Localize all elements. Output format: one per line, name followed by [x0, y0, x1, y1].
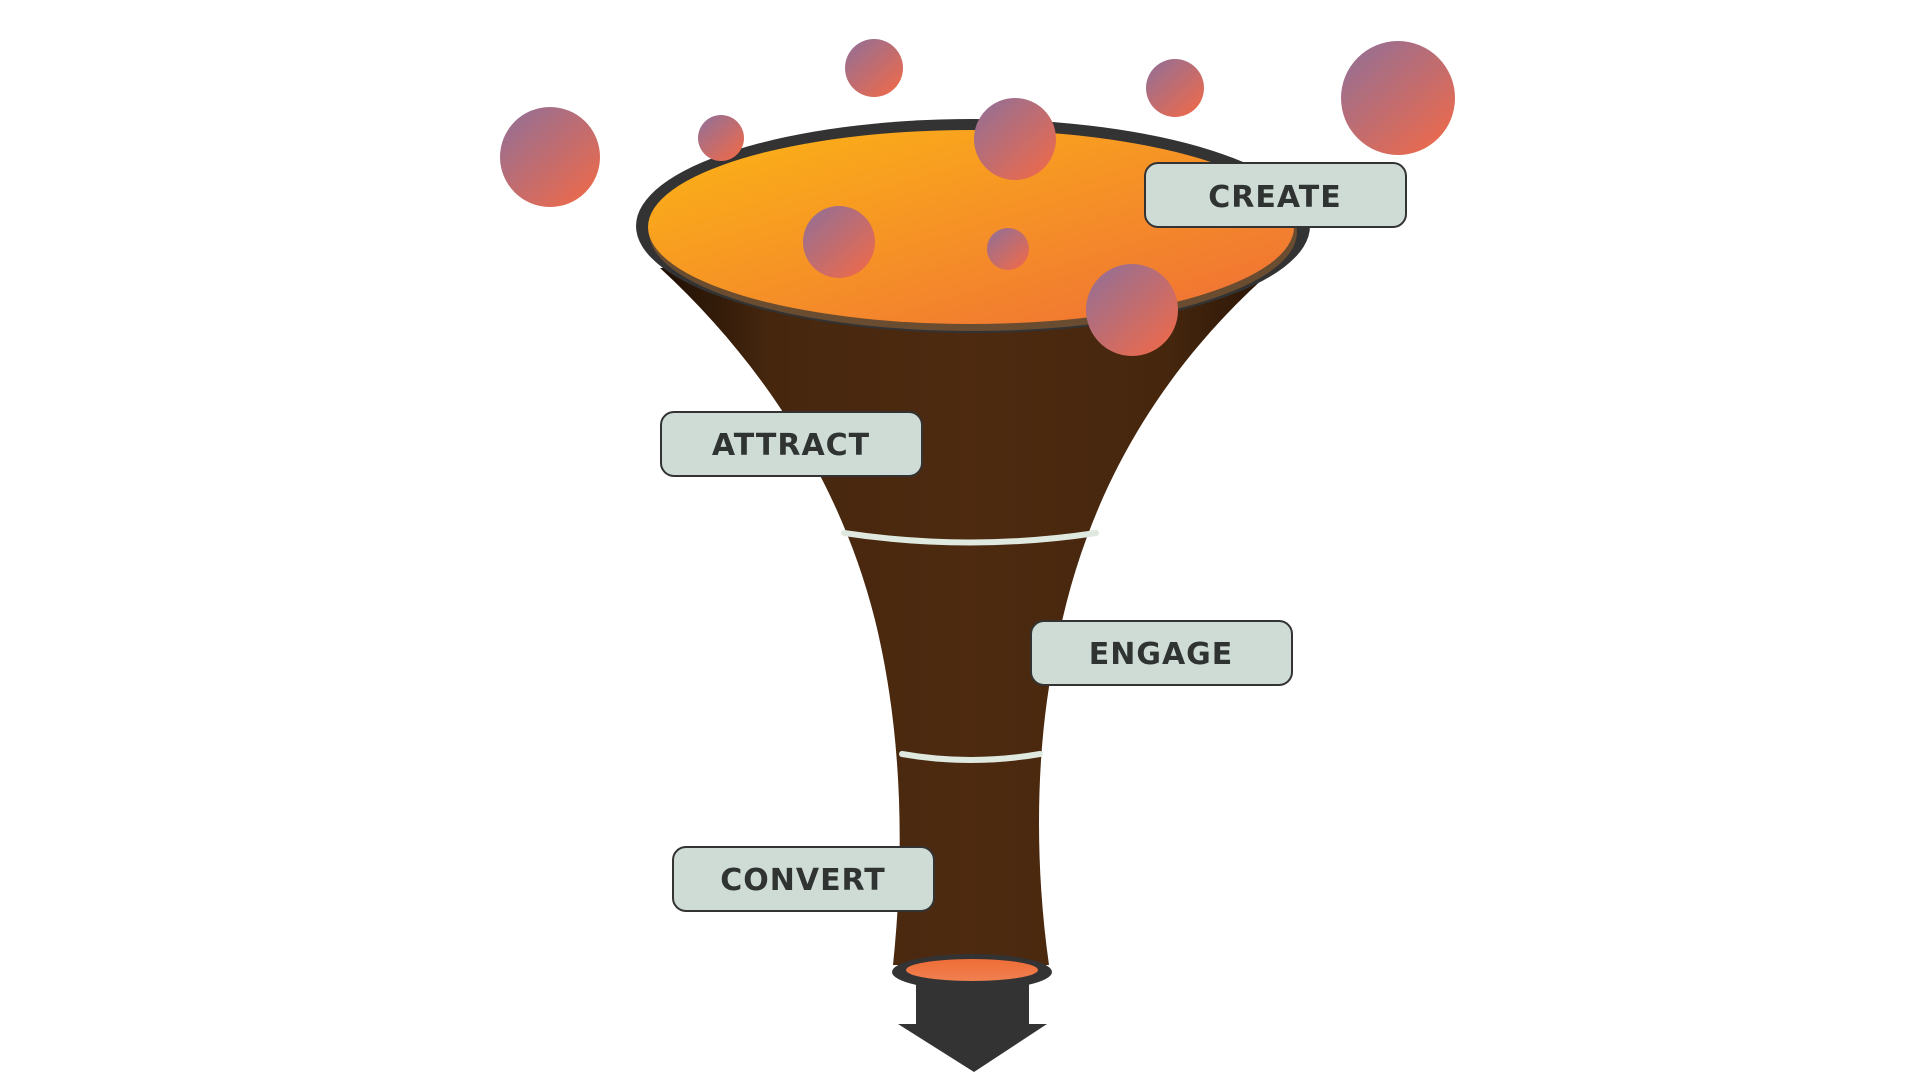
- stage-label-engage-box: [1030, 620, 1293, 686]
- bubble: [803, 206, 875, 278]
- stage-label-create: CREATE: [1144, 162, 1407, 228]
- bubble: [987, 228, 1029, 270]
- stage-label-create-text: CREATE: [1208, 180, 1341, 215]
- bubble: [698, 115, 744, 161]
- bubble: [1086, 264, 1178, 356]
- stage-label-engage: ENGAGE: [1030, 620, 1293, 686]
- stage-label-create-box: [1144, 162, 1407, 228]
- bubble: [845, 39, 903, 97]
- funnel-outlet-opening: [906, 959, 1038, 981]
- funnel-band-attract-engage: [841, 530, 1099, 546]
- output-arrow-icon: [898, 983, 1047, 1072]
- stage-label-convert-box: [672, 846, 935, 912]
- bubbles: [500, 39, 1455, 356]
- stage-label-attract-text: ATTRACT: [712, 428, 870, 463]
- stage-label-convert: CONVERT: [672, 846, 935, 912]
- bubble: [500, 107, 600, 207]
- bubble: [1341, 41, 1455, 155]
- bubble: [974, 98, 1056, 180]
- stage-label-attract: ATTRACT: [660, 411, 923, 477]
- stage-label-attract-box: [660, 411, 923, 477]
- stage-label-convert-text: CONVERT: [720, 863, 886, 898]
- bubble: [1146, 59, 1204, 117]
- stage-label-engage-text: ENGAGE: [1089, 637, 1234, 672]
- funnel-band-engage-convert: [899, 751, 1043, 763]
